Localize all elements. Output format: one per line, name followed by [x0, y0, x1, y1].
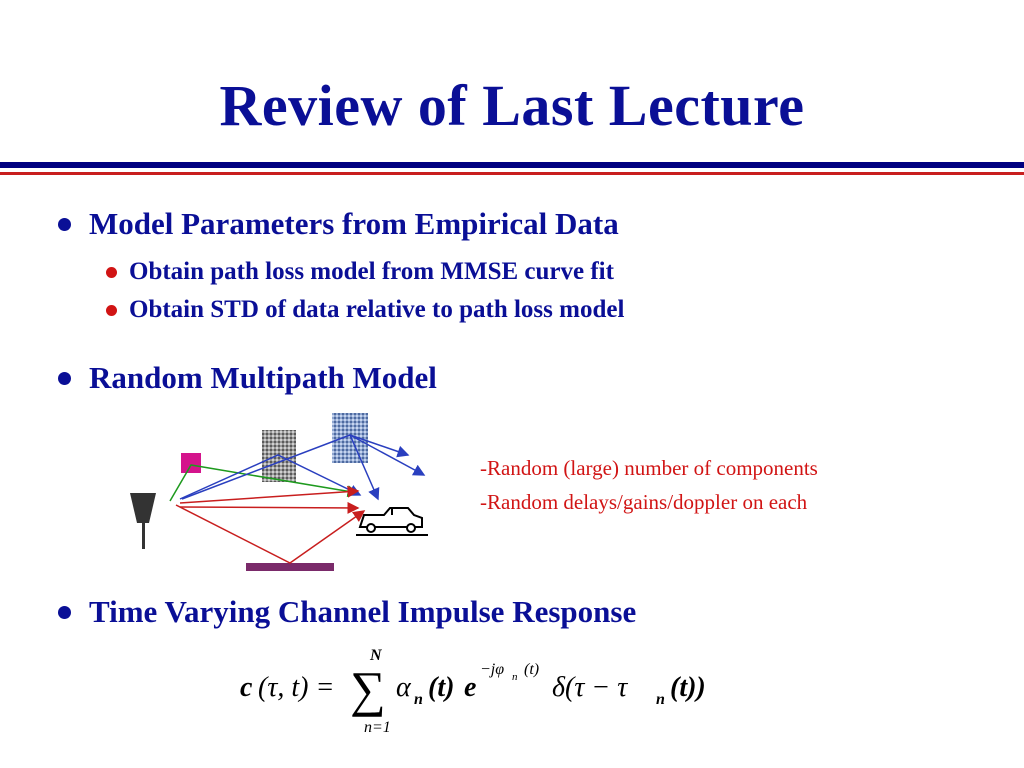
- path-red-los: [179, 501, 360, 514]
- sub-bullet-1-text: Obtain path loss model from MMSE curve f…: [129, 258, 614, 285]
- title-rule-red: [0, 172, 1024, 175]
- multipath-diagram: [130, 413, 428, 571]
- eq-exponent-sub: n: [512, 671, 518, 683]
- bullet-2-text: Random Multipath Model: [89, 360, 437, 395]
- eq-e: e: [464, 672, 476, 703]
- eq-delta: δ(τ − τ: [552, 672, 628, 703]
- eq-exponent: −jφ: [480, 661, 504, 678]
- sub-bullet-2: Obtain STD of data relative to path loss…: [106, 296, 624, 324]
- path-blue-3: [349, 434, 410, 458]
- impulse-response-equation: c (τ, t) = N ∑ n=1 α n (t) e −jφ n (t) δ…: [240, 647, 706, 736]
- sigma-icon: ∑: [350, 661, 386, 717]
- bullet-dot-icon: [58, 605, 71, 619]
- eq-alpha-arg: (t): [428, 672, 454, 703]
- antenna-icon: [130, 493, 156, 523]
- eq-c: c: [240, 672, 253, 703]
- bullet-1-text: Model Parameters from Empirical Data: [89, 206, 619, 241]
- sub-bullet-dot-icon: [106, 304, 117, 316]
- eq-tail: (t)): [670, 672, 706, 703]
- diagram-caption-2: -Random delays/gains/doppler on each: [480, 490, 808, 514]
- bullet-dot-icon: [58, 217, 71, 231]
- eq-lhs-args: (τ, t) =: [258, 672, 334, 703]
- eq-tau-sub: n: [656, 691, 665, 708]
- bullet-3: Time Varying Channel Impulse Response: [58, 594, 636, 630]
- antenna-mast: [142, 523, 145, 549]
- ground-reflector: [246, 563, 334, 571]
- path-blue-1: [179, 454, 362, 500]
- sub-bullet-1: Obtain path loss model from MMSE curve f…: [106, 258, 614, 286]
- eq-alpha-sub: n: [414, 691, 423, 708]
- scatterer-blue: [332, 413, 368, 463]
- slide-title: Review of Last Lecture: [219, 73, 805, 138]
- eq-exponent-arg: (t): [524, 661, 539, 678]
- diagram-caption-1: -Random (large) number of components: [480, 456, 818, 480]
- path-red-ground: [175, 504, 366, 564]
- car-icon: [356, 507, 428, 536]
- title-rule-blue: [0, 162, 1024, 168]
- scatterer-magenta: [181, 453, 201, 473]
- eq-sum-upper: N: [369, 647, 383, 664]
- sub-bullet-2-text: Obtain STD of data relative to path loss…: [129, 296, 625, 323]
- path-red-scatter: [179, 485, 360, 504]
- eq-sum-lower: n=1: [364, 719, 391, 736]
- bullet-3-text: Time Varying Channel Impulse Response: [89, 594, 637, 629]
- eq-alpha: α: [396, 672, 412, 703]
- bullet-2: Random Multipath Model: [58, 360, 437, 396]
- path-blue-4: [349, 434, 426, 476]
- path-green: [169, 464, 360, 502]
- bullet-dot-icon: [58, 371, 71, 385]
- sub-bullet-dot-icon: [106, 266, 117, 278]
- bullet-1: Model Parameters from Empirical Data: [58, 206, 619, 242]
